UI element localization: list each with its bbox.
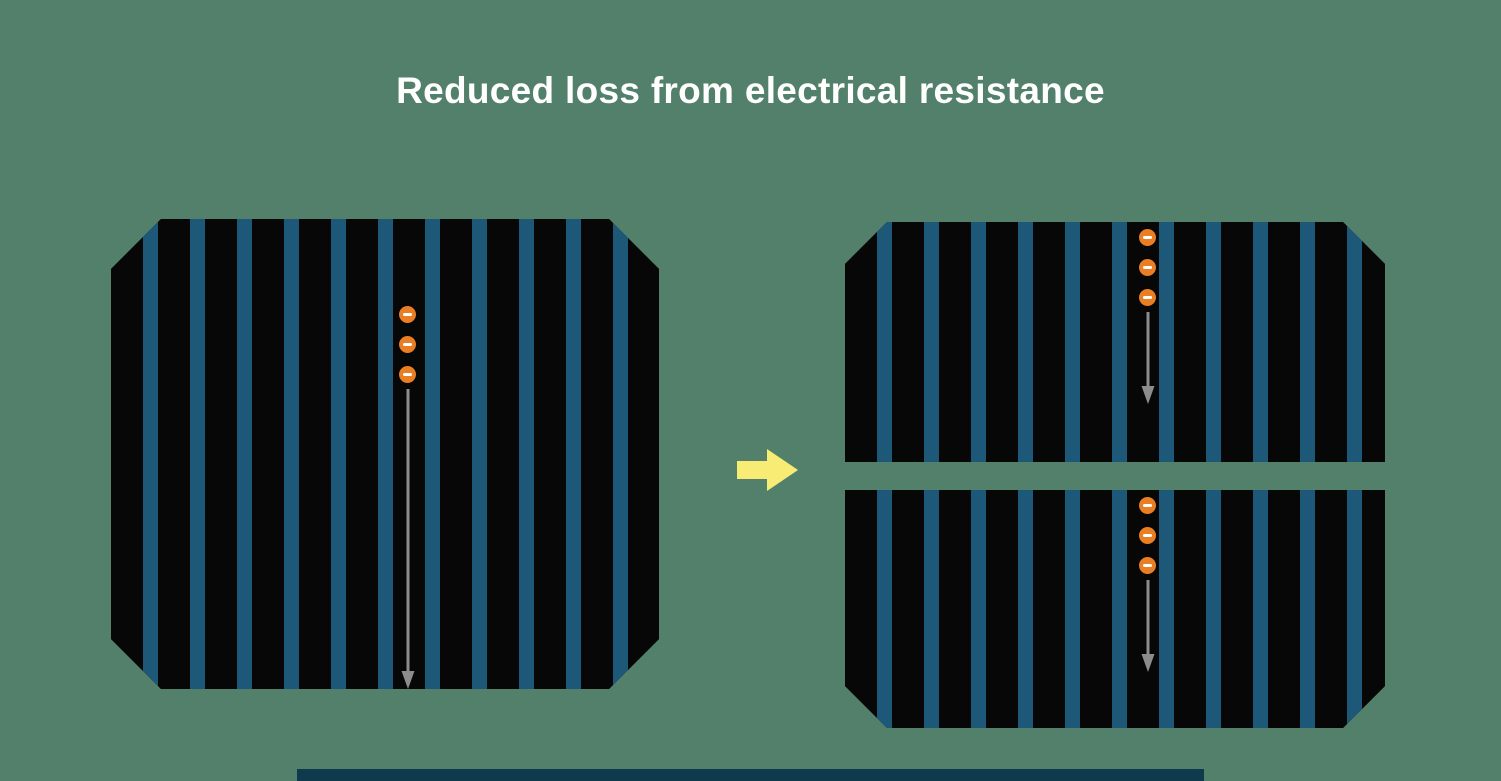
full-cell-diagram <box>111 219 659 689</box>
half-cell-bottom-diagram <box>845 490 1385 728</box>
electron-icon <box>399 306 416 323</box>
down-arrow-icon <box>1140 580 1156 672</box>
down-arrow-icon <box>1140 312 1156 404</box>
electron-icon <box>1139 259 1156 276</box>
half-cell-top-diagram <box>845 222 1385 462</box>
electron-flow-half-cell-top <box>1139 229 1156 404</box>
electron-group <box>1139 497 1156 574</box>
down-arrow-icon <box>400 389 416 689</box>
electron-flow-half-cell-bottom <box>1139 497 1156 672</box>
electron-flow-full-cell <box>399 306 416 689</box>
page-title: Reduced loss from electrical resistance <box>396 70 1105 111</box>
electron-icon <box>1139 497 1156 514</box>
electron-group <box>1139 229 1156 306</box>
electron-icon <box>1139 527 1156 544</box>
electron-icon <box>1139 557 1156 574</box>
right-arrow-icon <box>737 449 798 491</box>
electron-icon <box>399 336 416 353</box>
electron-icon <box>1139 229 1156 246</box>
bottom-edge-bar <box>297 769 1204 781</box>
electron-icon <box>1139 289 1156 306</box>
electron-icon <box>399 366 416 383</box>
electron-group <box>399 306 416 383</box>
